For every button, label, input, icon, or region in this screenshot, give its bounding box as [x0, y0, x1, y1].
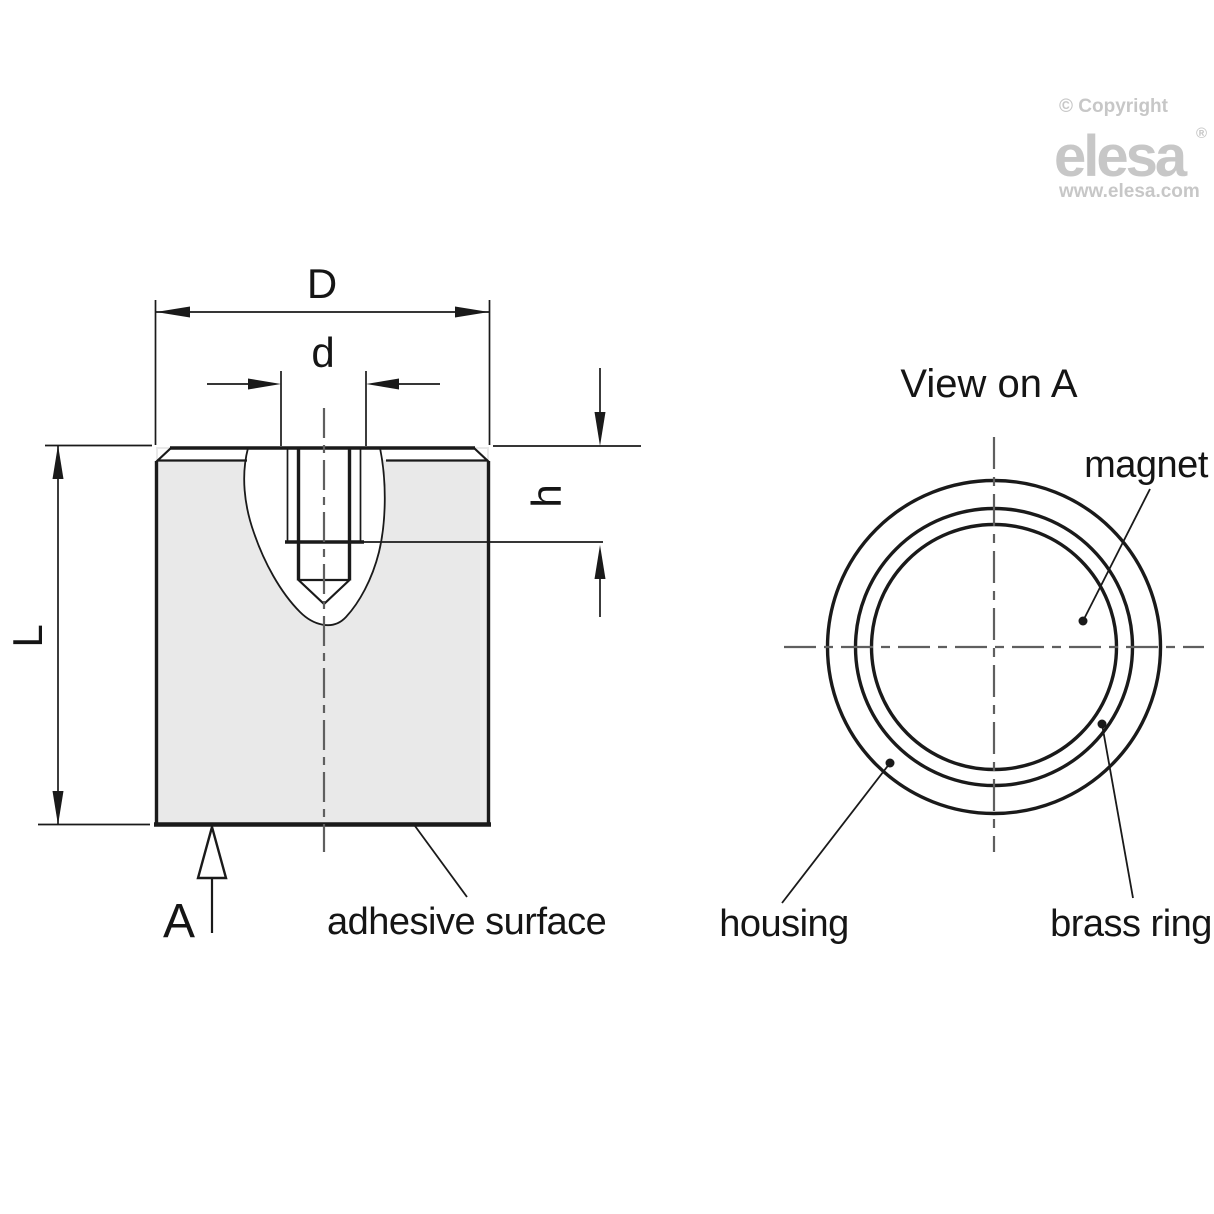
magnet-leader-line [1082, 488, 1151, 622]
hole-minor-diameter-lines [296, 447, 352, 581]
view-arrow-head [196, 822, 228, 880]
elesa-logo: elesa [1054, 124, 1188, 189]
dimension-d: d [207, 329, 440, 446]
dimension-h-arrow-up [594, 545, 606, 579]
side-section-view: D d h L [4, 260, 641, 948]
housing-callout: housing [719, 758, 895, 945]
adhesive-surface-callout: adhesive surface [327, 825, 607, 943]
brass-ring-leader-dot [1097, 719, 1107, 729]
dimension-h: h [493, 368, 641, 617]
dimension-d-arrow-right [366, 378, 399, 390]
label-housing: housing [719, 903, 849, 945]
dimension-L-extension-lines [38, 444, 152, 826]
view-direction-arrow: A [163, 822, 228, 948]
section-hatching [243, 447, 386, 627]
housing-leader-dot [885, 758, 895, 768]
dimension-L-arrow-bottom [52, 791, 64, 825]
brass-ring-leader-line [1101, 723, 1134, 899]
thread-major-diameter-lines [286, 447, 362, 541]
label-d: d [311, 329, 334, 376]
label-D: D [307, 260, 337, 307]
label-magnet: magnet [1084, 444, 1209, 486]
magnet-leader-dot [1078, 616, 1088, 626]
dimension-L: L [4, 444, 152, 826]
dimension-d-arrow-left [248, 378, 281, 390]
dimension-D-arrow-right [455, 306, 489, 318]
dimension-D: D [154, 260, 491, 445]
label-adhesive-surface: adhesive surface [327, 901, 606, 943]
dimension-L-arrow-top [52, 445, 64, 479]
label-L: L [4, 624, 51, 647]
dimension-D-arrow-left [156, 306, 190, 318]
dimension-D-extension-lines [154, 300, 491, 445]
registered-mark: ® [1196, 125, 1207, 142]
dimension-h-arrow-down [594, 412, 606, 446]
dimension-d-extension-lines [280, 371, 367, 446]
copyright-text: © Copyright [1059, 96, 1169, 117]
brass-ring-callout: brass ring [1050, 719, 1212, 945]
front-view-on-A: View on A magnet housing brass ring [719, 362, 1212, 945]
magnet-callout: magnet [1078, 444, 1209, 626]
front-view-title: View on A [900, 362, 1077, 406]
label-h: h [523, 484, 570, 507]
adhesive-leader-line [414, 825, 468, 898]
label-A: A [163, 895, 195, 948]
branding-block: © Copyright elesa ® www.elesa.com [1054, 96, 1207, 202]
body-side-edges [154, 461, 491, 823]
label-brass-ring: brass ring [1050, 903, 1212, 945]
website-text: www.elesa.com [1058, 181, 1200, 202]
housing-leader-line [781, 762, 891, 904]
